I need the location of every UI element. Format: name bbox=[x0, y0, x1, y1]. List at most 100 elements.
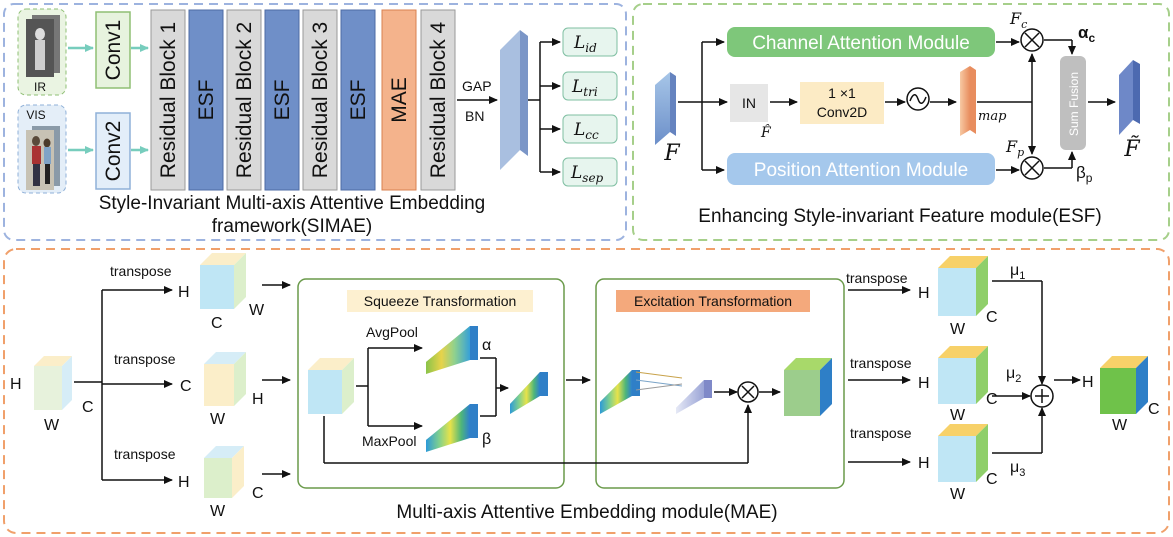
conv1-label: Conv1 bbox=[102, 20, 125, 81]
conv2d-box bbox=[800, 82, 884, 124]
loss-cc-subscript: cc bbox=[585, 128, 599, 142]
mae-input-c: C bbox=[82, 399, 94, 416]
out-top-c-label: C bbox=[986, 309, 998, 326]
transpose-mid-label: transpose bbox=[114, 351, 176, 367]
sum-fusion-label: Sum Fusion bbox=[1067, 72, 1081, 136]
loss-id-label: L bbox=[573, 33, 585, 53]
out-transpose-bot-label: transpose bbox=[850, 425, 912, 441]
mae-input-h: H bbox=[10, 376, 22, 393]
squeeze-title: Squeeze Transformation bbox=[364, 293, 517, 309]
esf-output-label: F̃ bbox=[1123, 136, 1140, 162]
loss-cc-label: L bbox=[573, 120, 585, 140]
squeeze-alpha-label: α bbox=[482, 337, 491, 354]
excitation-output-cube bbox=[784, 358, 832, 416]
channel-attention-label: Channel Attention Module bbox=[752, 33, 970, 54]
avgpool-slab bbox=[426, 326, 478, 374]
out-transpose-mid-label: transpose bbox=[850, 355, 912, 371]
bot-h-label: H bbox=[178, 474, 190, 491]
svg-text:Fc: Fc bbox=[1009, 9, 1027, 31]
mae-input-w: W bbox=[44, 417, 60, 434]
svg-text:Lid: Lid bbox=[573, 33, 597, 55]
loss-cc-box bbox=[562, 114, 618, 144]
simae-caption-line2: framework(SIMAE) bbox=[212, 216, 372, 237]
esf-output-feature bbox=[1119, 60, 1140, 135]
final-h-label: H bbox=[1082, 374, 1094, 391]
residual-block-3-label: Residual Block 3 bbox=[309, 22, 332, 178]
fc-subscript: c bbox=[1021, 18, 1027, 31]
transposed-cube-mid bbox=[204, 352, 246, 406]
position-attention-label: Position Attention Module bbox=[754, 160, 968, 181]
top-w-label: W bbox=[249, 302, 265, 319]
ir-label: IR bbox=[34, 80, 46, 94]
vis-label: VIS bbox=[26, 108, 45, 122]
avgpool-label: AvgPool bbox=[366, 324, 418, 340]
residual-block-2-label: Residual Block 2 bbox=[233, 22, 256, 178]
squeeze-beta-label: β bbox=[482, 431, 491, 448]
esf-block-1-label: ESF bbox=[195, 80, 218, 121]
esf-panel: F Channel Attention Module Position Atte… bbox=[632, 3, 1170, 241]
loss-tri-box bbox=[562, 71, 618, 101]
svg-text:βp: βp bbox=[1076, 163, 1093, 185]
transposed-cube-top bbox=[200, 253, 246, 309]
output-cube-bot bbox=[938, 424, 988, 482]
transpose-top-label: transpose bbox=[110, 263, 172, 279]
final-c-label: C bbox=[1148, 401, 1160, 418]
esf-input-label: F bbox=[663, 141, 680, 166]
esf-caption: Enhancing Style-invariant Feature module… bbox=[698, 206, 1101, 227]
top-c-label: C bbox=[211, 315, 223, 332]
mae-block bbox=[381, 9, 417, 191]
svg-text:Ltri: Ltri bbox=[571, 77, 598, 99]
attention-map bbox=[960, 66, 976, 136]
out-bot-w-label: W bbox=[950, 486, 966, 503]
mae-input-cube bbox=[34, 356, 72, 410]
fp-label: F bbox=[1005, 137, 1018, 156]
mu3-subscript: 3 bbox=[1019, 467, 1025, 479]
loss-id-subscript: id bbox=[585, 41, 597, 55]
esf-block-3 bbox=[340, 9, 376, 191]
alpha-c-subscript: c bbox=[1088, 31, 1095, 45]
esf-input-feature bbox=[655, 72, 676, 145]
simae-panel: IR VIS Conv1 Conv2 Residual Block 1 bbox=[3, 3, 627, 241]
output-cube-mid bbox=[938, 346, 988, 404]
loss-sep-label: L bbox=[570, 163, 582, 183]
out-top-w-label: W bbox=[950, 321, 966, 338]
conv2d-line2: Conv2D bbox=[817, 104, 868, 120]
loss-sep-subscript: sep bbox=[582, 171, 603, 185]
residual-block-1 bbox=[150, 9, 186, 191]
svg-text:μ2: μ2 bbox=[1006, 365, 1021, 385]
position-attention-module bbox=[727, 153, 995, 185]
final-w-label: W bbox=[1112, 417, 1128, 434]
transpose-bot-label: transpose bbox=[114, 446, 176, 462]
conv2d-line1: 1 ×1 bbox=[828, 85, 856, 101]
esf-block-2 bbox=[264, 9, 300, 191]
conv2-block bbox=[95, 112, 131, 190]
loss-tri-label: L bbox=[571, 77, 583, 97]
svg-text:μ1: μ1 bbox=[1010, 262, 1025, 282]
mu2-label: μ bbox=[1006, 365, 1015, 382]
out-bot-c-label: C bbox=[986, 471, 998, 488]
residual-block-4 bbox=[420, 9, 456, 191]
feature-vector bbox=[500, 30, 528, 170]
mid-h-label: H bbox=[252, 391, 264, 408]
excitation-input-slab bbox=[600, 370, 640, 414]
svg-text:Fp: Fp bbox=[1005, 137, 1024, 159]
in-label: IN bbox=[742, 95, 756, 111]
in-box bbox=[730, 84, 768, 122]
out-transpose-top-label: transpose bbox=[846, 270, 908, 286]
mid-c-label: C bbox=[180, 378, 192, 395]
mu1-label: μ bbox=[1010, 262, 1019, 279]
gap-label: GAP bbox=[462, 78, 492, 94]
loss-id-box bbox=[562, 27, 618, 57]
f-hat-label: F̂ bbox=[760, 123, 772, 141]
alpha-c-label: α bbox=[1078, 23, 1089, 42]
excitation-fc-slab bbox=[676, 380, 712, 414]
channel-attention-module bbox=[727, 27, 995, 57]
mae-panel: H W C transpose transpose transpose H C … bbox=[3, 248, 1170, 534]
excitation-transformation-box bbox=[595, 278, 845, 489]
sum-fusion-box bbox=[1060, 56, 1086, 150]
bot-w-label: W bbox=[210, 503, 226, 520]
map-label: map bbox=[978, 109, 1007, 124]
mae-caption: Multi-axis Attentive Embedding module(MA… bbox=[396, 502, 777, 523]
mu2-subscript: 2 bbox=[1015, 373, 1021, 385]
